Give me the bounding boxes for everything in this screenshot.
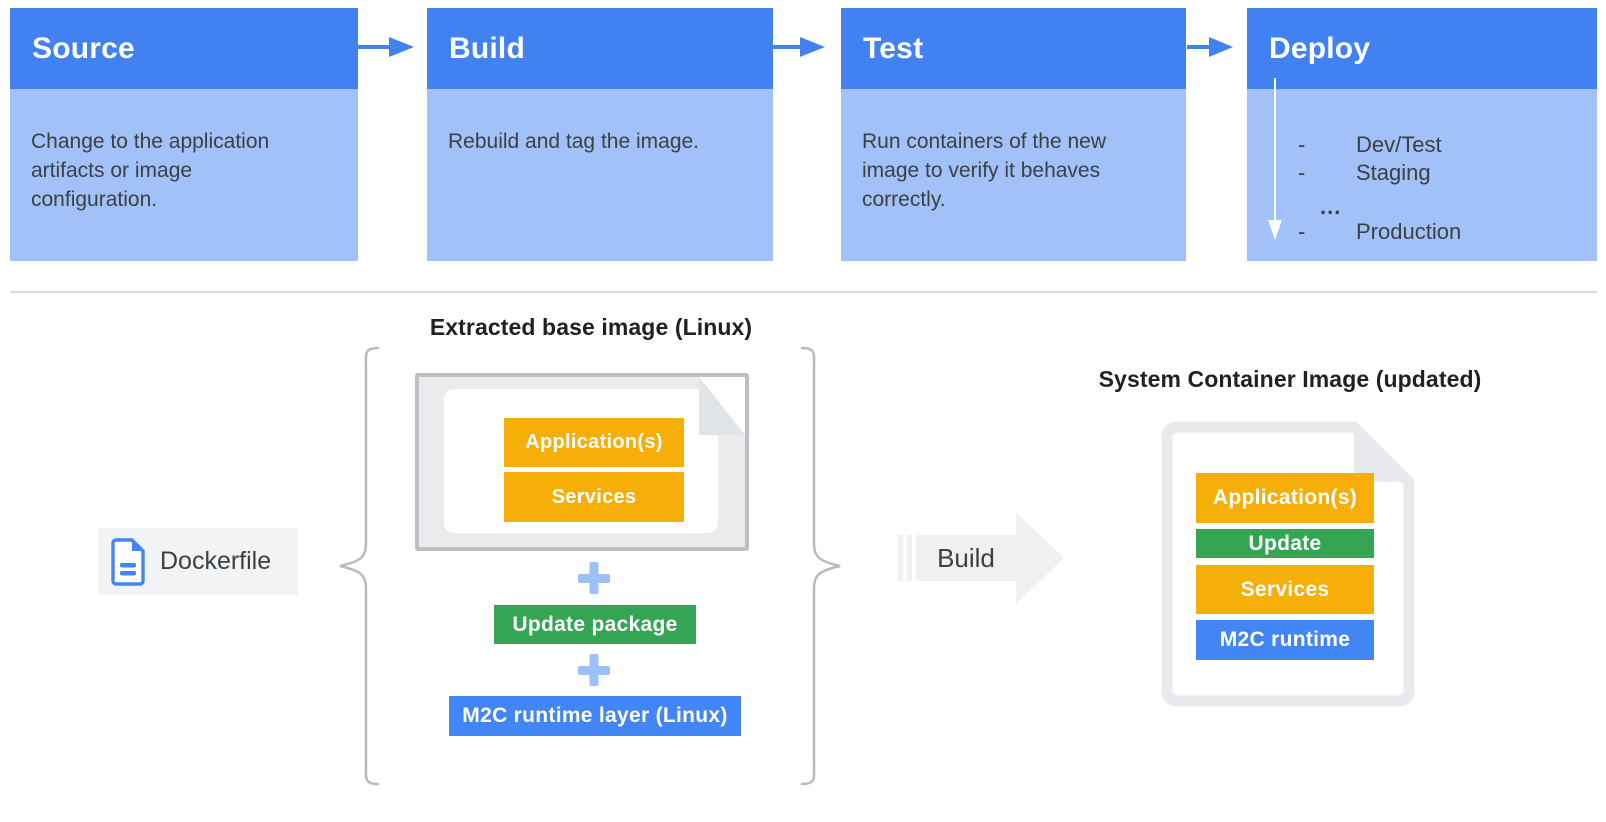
step-test: Test Run containers of the new image to …: [841, 8, 1186, 261]
dockerfile-label: Dockerfile: [160, 547, 272, 575]
step-deploy: Deploy - Dev/Test - Staging ... - Produc…: [1247, 8, 1597, 261]
brace-right-icon: [800, 346, 841, 786]
doc-folded-corner-icon: [1354, 427, 1409, 482]
layer-applications: Application(s): [1196, 473, 1374, 523]
arrow-right-icon: [773, 37, 825, 57]
step-deploy-header: Deploy: [1247, 8, 1597, 89]
dash-bullet: -: [1298, 160, 1306, 185]
dockerfile-chip: Dockerfile: [98, 528, 298, 595]
step-test-description: Run containers of the new image to verif…: [862, 130, 1106, 211]
dockerfile-icon: [111, 537, 145, 586]
build-arrow-icon: [898, 512, 1064, 604]
runtime-layer-box: M2C runtime layer (Linux): [449, 696, 741, 736]
step-build: Build Rebuild and tag the image.: [427, 8, 773, 261]
step-build-header: Build: [427, 8, 773, 89]
step-test-header: Test: [841, 8, 1186, 89]
folded-corner-icon: [699, 377, 745, 435]
section-divider: [10, 291, 1597, 293]
step-deploy-body: [1247, 89, 1597, 261]
step-source-title: Source: [32, 31, 135, 65]
step-build-description: Rebuild and tag the image.: [448, 130, 700, 153]
dash-bullet: -: [1298, 219, 1306, 244]
step-test-body: Run containers of the new image to verif…: [841, 89, 1186, 261]
layer-m2c-runtime: M2C runtime: [1196, 620, 1374, 660]
deploy-stages-arrow-icon: [1268, 78, 1282, 240]
arrow-right-icon: [358, 37, 414, 57]
deploy-stage-label: Dev/Test: [1356, 132, 1442, 157]
deploy-stage-row: - Dev/Test: [1298, 133, 1442, 157]
step-source-header: Source: [10, 8, 358, 89]
extracted-base-image-title: Extracted base image (Linux): [429, 314, 753, 340]
step-source: Source Change to the application artifac…: [10, 8, 358, 261]
layer-services: Services: [1196, 565, 1374, 614]
deploy-stage-label: Staging: [1356, 160, 1431, 185]
deploy-stage-row: - Production: [1298, 220, 1461, 244]
step-source-body: Change to the application artifacts or i…: [10, 89, 358, 261]
step-test-title: Test: [863, 31, 924, 65]
layer-applications: Application(s): [504, 418, 684, 467]
brace-left-icon: [339, 346, 380, 786]
arrow-right-icon: [1187, 37, 1233, 57]
deploy-stage-ellipsis: ...: [1320, 194, 1342, 219]
step-source-description: Change to the application artifacts or i…: [31, 130, 270, 211]
dash-bullet: -: [1298, 132, 1306, 157]
build-arrow-label: Build: [937, 542, 995, 573]
deploy-stage-label: Production: [1356, 219, 1462, 244]
step-build-body: Rebuild and tag the image.: [427, 89, 773, 261]
plus-icon: [578, 562, 610, 594]
layer-update: Update: [1196, 529, 1374, 558]
update-package-box: Update package: [494, 605, 696, 644]
system-image-title: System Container Image (updated): [1098, 366, 1482, 392]
step-deploy-title: Deploy: [1269, 31, 1371, 65]
plus-icon: [578, 654, 610, 686]
deploy-stage-row: - Staging: [1298, 161, 1431, 185]
system-image-document-icon: [1161, 421, 1415, 707]
step-build-title: Build: [449, 31, 525, 65]
layer-services: Services: [504, 472, 684, 522]
